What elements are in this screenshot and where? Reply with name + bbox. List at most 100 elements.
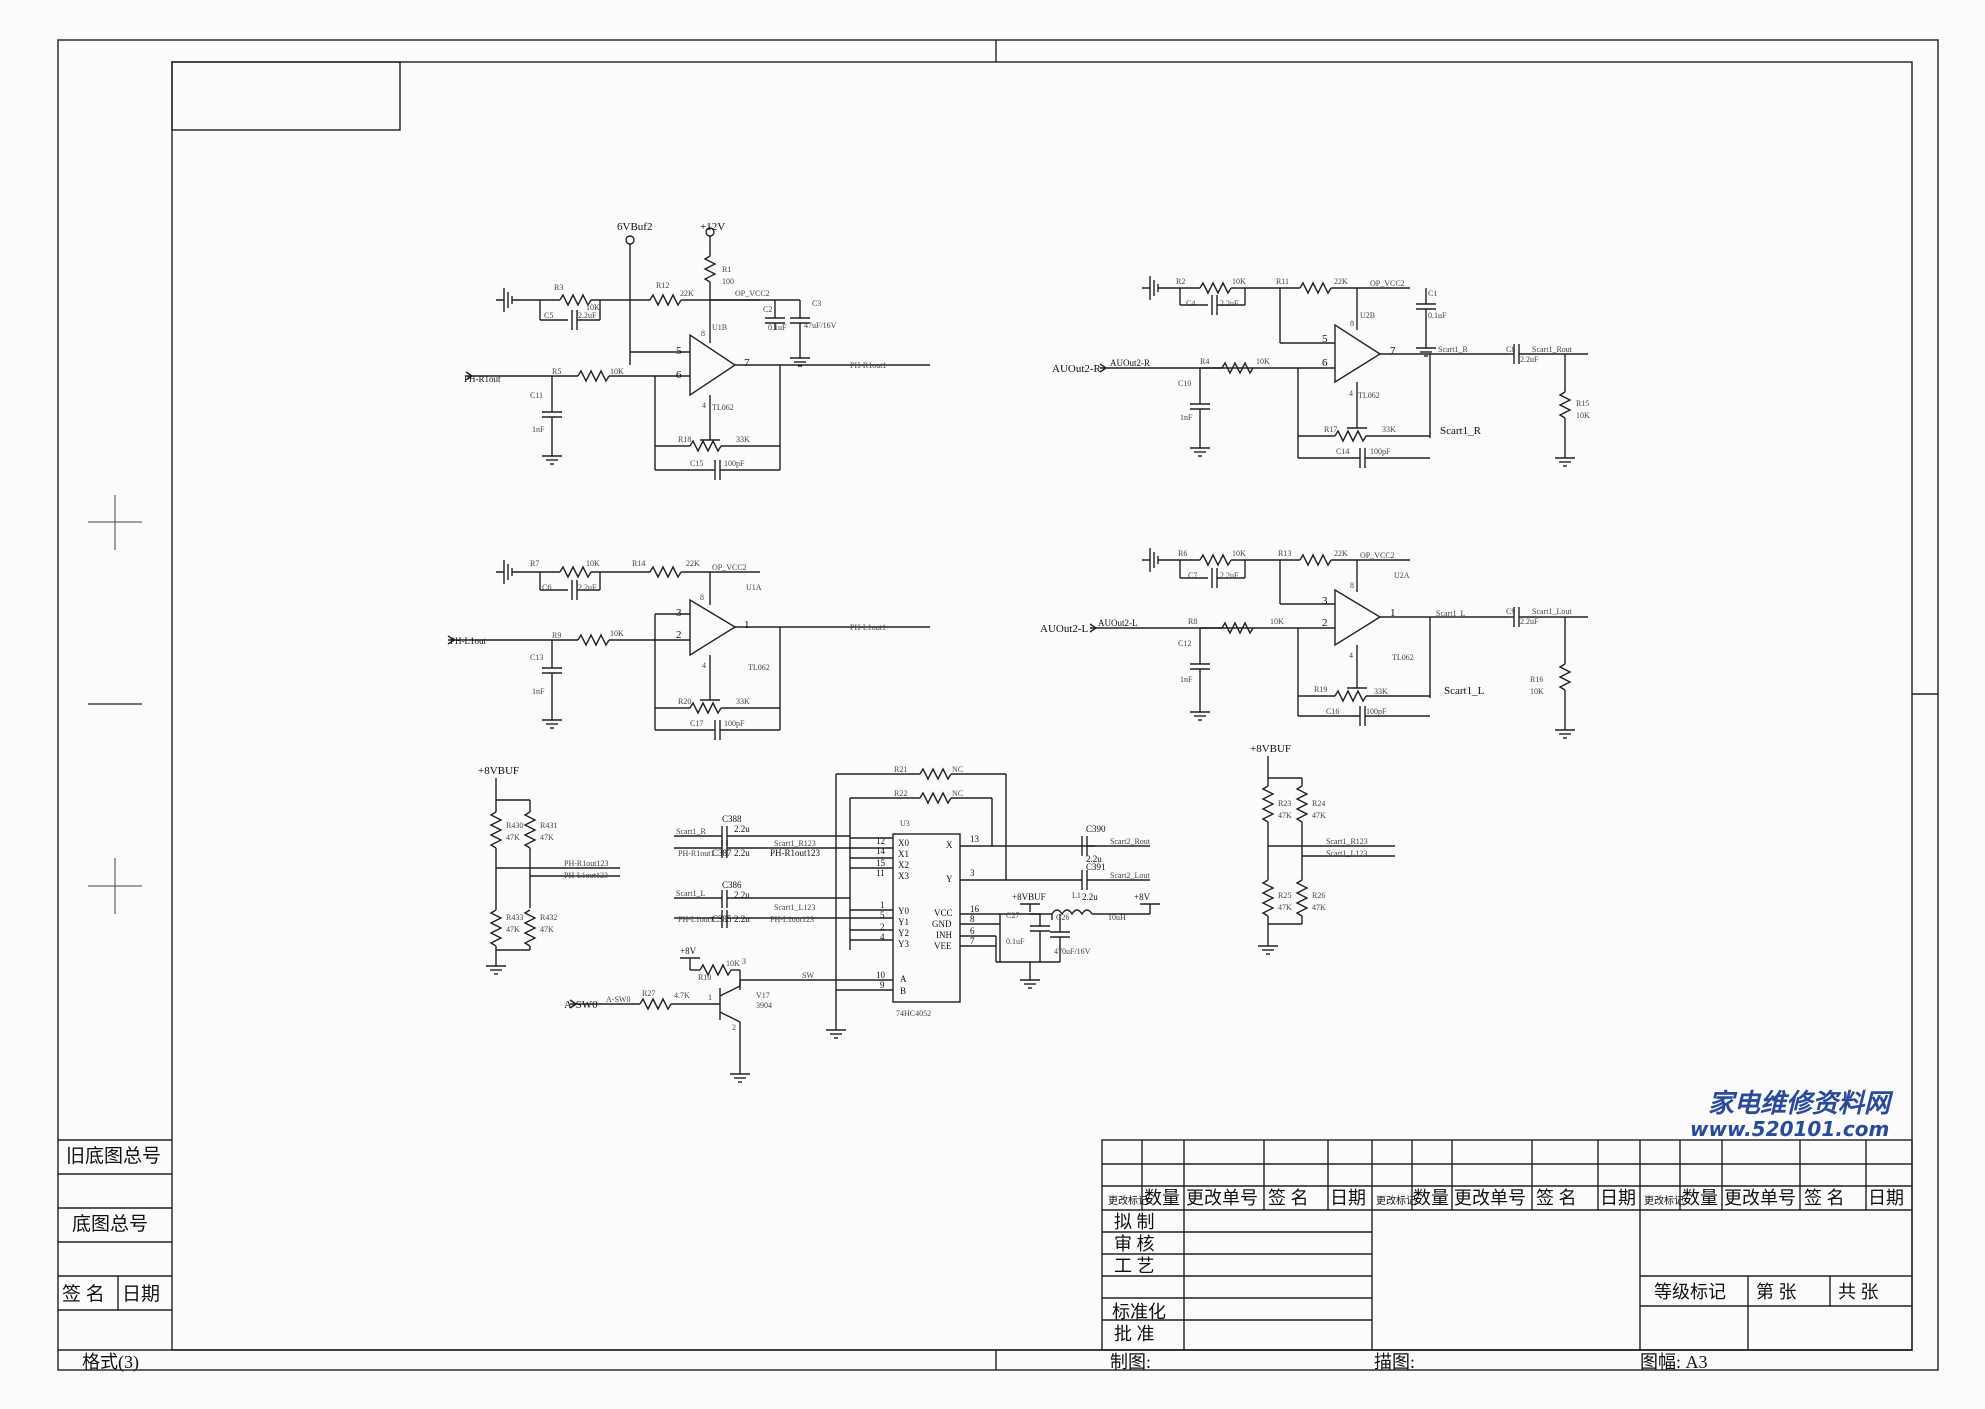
v17-part: 3904 xyxy=(756,1001,772,1010)
r14-ref: R14 xyxy=(632,559,645,568)
c14-ref: C14 xyxy=(1336,447,1349,456)
net-sl123: Scart1_L123 xyxy=(774,903,815,912)
c388-ref: C388 xyxy=(722,814,742,824)
c12-val: 1nF xyxy=(1180,675,1193,684)
pin-1: 1 xyxy=(880,900,885,910)
pin-7: 7 xyxy=(744,357,750,369)
pin-x1: X1 xyxy=(898,849,909,859)
output-net: PH-R1out1 xyxy=(850,361,886,370)
c7-ref: C7 xyxy=(1188,571,1197,580)
input-inner: AUOut2-L xyxy=(1098,618,1138,628)
role-process: 工 艺 xyxy=(1114,1256,1155,1276)
pin-1: 1 xyxy=(1390,607,1396,619)
r17-ref: R17 xyxy=(1324,425,1337,434)
c1-val: 0.1uF xyxy=(1428,311,1447,320)
r17-val: 33K xyxy=(1382,425,1396,434)
net-phr: PH-R1out1 xyxy=(678,849,714,858)
net-small: Scart1_L xyxy=(1436,609,1465,618)
r20-val: 33K xyxy=(736,697,750,706)
revision-header-3: 更改标记 数量 更改单号 签 名 日期 xyxy=(1644,1188,1904,1208)
pin-2: 2 xyxy=(676,629,682,641)
rev-qty: 数量 xyxy=(1144,1188,1180,1208)
rev-sign: 签 名 xyxy=(1268,1188,1309,1208)
v8buf-label: +8VBUF xyxy=(1012,892,1046,902)
vbuf-label: 6VBuf2 xyxy=(617,221,652,233)
rev-sign: 签 名 xyxy=(1536,1188,1577,1208)
pin-8: 8 xyxy=(1350,581,1354,590)
pin-3: 3 xyxy=(676,607,682,619)
r1-ref: R1 xyxy=(722,265,731,274)
pin-y0: Y0 xyxy=(898,906,909,916)
c16-val: 100pF xyxy=(1366,707,1387,716)
net-sr: Scart1_R xyxy=(676,827,706,836)
pin-8: 8 xyxy=(1350,319,1354,328)
pin-12: 12 xyxy=(876,836,885,846)
r10-ref: R10 xyxy=(698,973,711,982)
grade-label: 等级标记 xyxy=(1654,1282,1726,1302)
revision-header-1: 更改标记 数量 更改单号 签 名 日期 xyxy=(1108,1188,1366,1208)
c14-val: 100pF xyxy=(1370,447,1391,456)
r11-val: 22K xyxy=(1334,277,1348,286)
rev-qty: 数量 xyxy=(1413,1188,1449,1208)
c15-ref: C15 xyxy=(690,459,703,468)
pin-4: 4 xyxy=(1349,389,1353,398)
r10-val: 10K xyxy=(726,959,740,968)
c2-val: 0.1uF xyxy=(768,323,787,332)
asw-label: A-SW0 xyxy=(564,999,598,1011)
v17-ref: V17 xyxy=(756,991,770,1000)
drawn-label: 制图: xyxy=(1110,1352,1151,1372)
pin-8: 8 xyxy=(701,329,705,338)
r18-val: 33K xyxy=(736,435,750,444)
pin-y: Y xyxy=(946,874,953,884)
r13-val: 22K xyxy=(1334,549,1348,558)
pin-7: 7 xyxy=(1390,345,1396,357)
r11-ref: R11 xyxy=(1276,277,1289,286)
c6-val: 2.2uF xyxy=(578,583,597,592)
l1-nom: 10uH xyxy=(1108,913,1126,922)
lout-label: Scart1_Lout xyxy=(1532,607,1572,616)
c26-val: 470uF/16V xyxy=(1054,947,1091,956)
pin-y2: Y2 xyxy=(898,928,909,938)
role-review: 审 核 xyxy=(1114,1234,1155,1254)
c10-ref: C10 xyxy=(1178,379,1191,388)
c13-val: 1nF xyxy=(532,687,545,696)
r24-ref: R24 xyxy=(1312,799,1325,808)
net-2: PH-L1out123 xyxy=(564,871,608,880)
r23-val: 47K xyxy=(1278,811,1292,820)
opvcc-label: OP_VCC2 xyxy=(1370,279,1405,288)
opvcc-label: OP_VCC2 xyxy=(1360,551,1395,560)
c27-val: 0.1uF xyxy=(1006,937,1025,946)
scart2-lout: Scart2_Lout xyxy=(1110,871,1150,880)
pin-a: A xyxy=(900,974,907,984)
pin-13: 13 xyxy=(970,834,980,844)
net-phl: PH-L1out1 xyxy=(678,915,714,924)
pin-vcc: VCC xyxy=(934,908,953,918)
c8-val: 2.2uF xyxy=(1520,355,1539,364)
pin-14: 14 xyxy=(876,846,886,856)
ic-part: TL062 xyxy=(1392,653,1414,662)
role-draft: 拟 制 xyxy=(1114,1212,1155,1232)
r26-val: 47K xyxy=(1312,903,1326,912)
r14-val: 22K xyxy=(686,559,700,568)
scart2-rout: Scart2_Rout xyxy=(1110,837,1151,846)
c3-val: 47uF/16V xyxy=(804,321,837,330)
scart-l-buffer: R6 10K C7 2.2uF R13 22K OP_VCC2 U2A 8 3 … xyxy=(1040,548,1588,739)
pin-5: 5 xyxy=(1322,333,1328,345)
net-label: Scart1_R xyxy=(1440,425,1482,437)
format-label: 格式(3) xyxy=(82,1352,139,1373)
pin-9: 9 xyxy=(880,980,885,990)
r12-val: 22K xyxy=(680,289,694,298)
rev-sign: 签 名 xyxy=(1804,1188,1845,1208)
r430-ref: R430 xyxy=(506,821,523,830)
r9-ref: R9 xyxy=(552,631,561,640)
pin-x3: X3 xyxy=(898,871,909,881)
c391-ref: C391 xyxy=(1086,862,1106,872)
r22-val: NC xyxy=(952,789,963,798)
c4-val: 2.2uF xyxy=(1220,299,1239,308)
r4-val: 10K xyxy=(1256,357,1270,366)
q-pin-2: 2 xyxy=(732,1023,736,1032)
r1-val: 100 xyxy=(722,277,734,286)
pin-6: 6 xyxy=(1322,357,1328,369)
